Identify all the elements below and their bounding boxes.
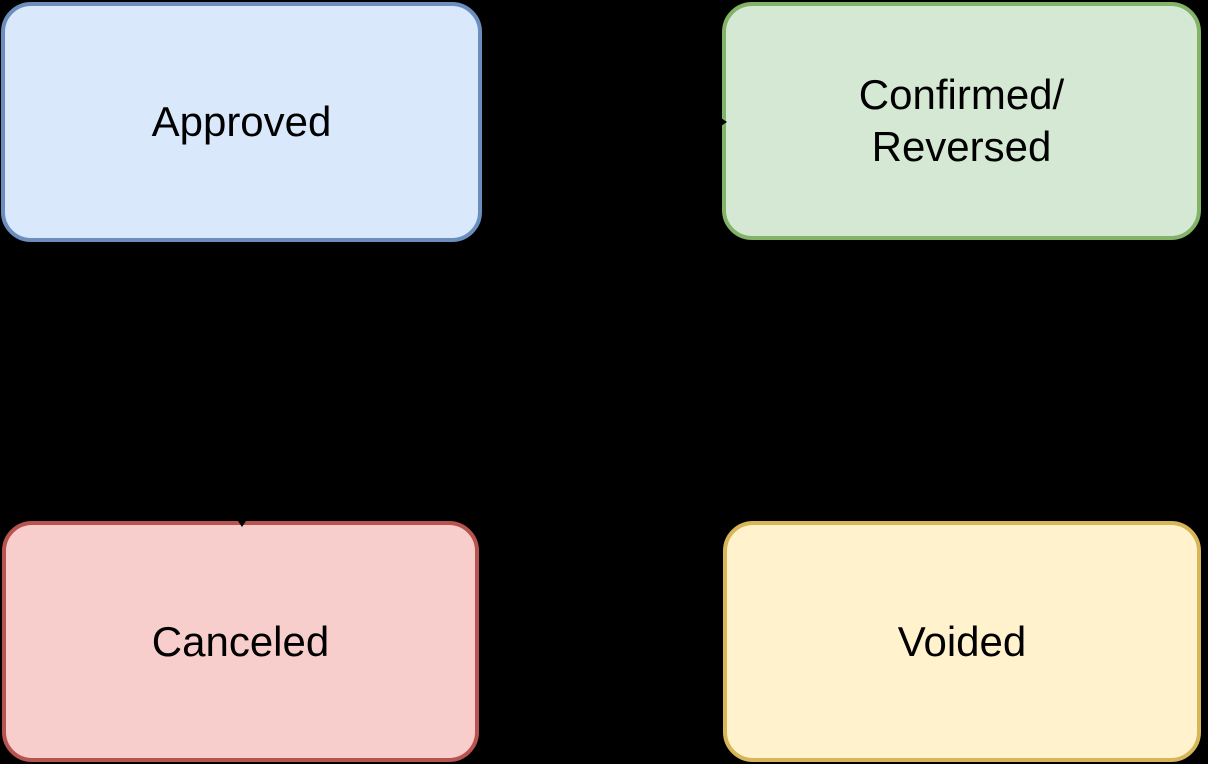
state-node-confirmed-reversed: Confirmed/ Reversed	[722, 2, 1201, 240]
state-node-canceled: Canceled	[2, 521, 479, 762]
state-node-label: Canceled	[151, 617, 330, 665]
state-node-approved: Approved	[1, 2, 482, 242]
state-node-label: Voided	[897, 617, 1027, 665]
state-node-label: Approved	[151, 98, 332, 145]
state-node-label: Confirmed/ Reversed	[858, 71, 1065, 170]
state-node-voided: Voided	[723, 521, 1201, 762]
arrowhead-down-icon	[232, 512, 252, 527]
arrowhead-right-icon	[712, 112, 727, 132]
